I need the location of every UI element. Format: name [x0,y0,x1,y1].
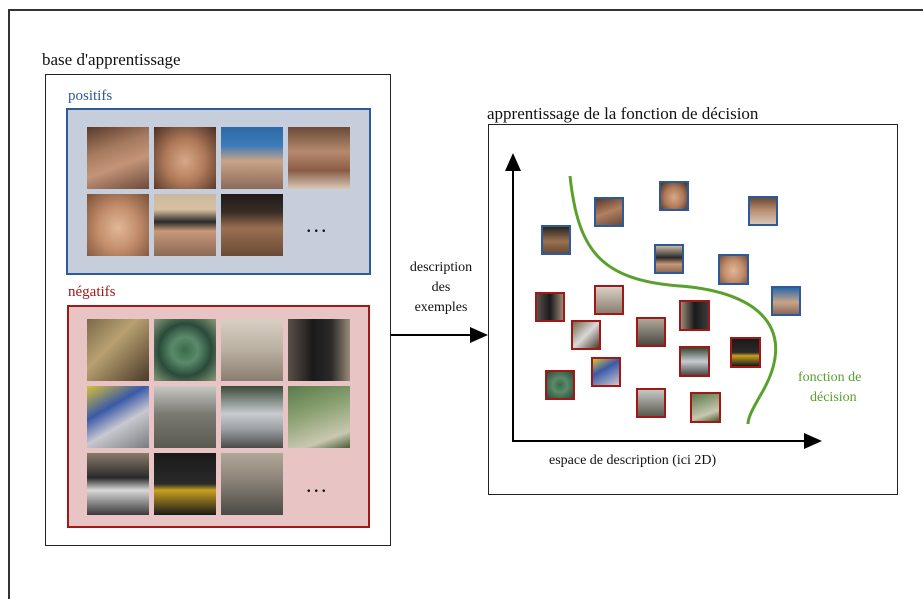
negative-image-9 [87,453,149,515]
space-positive-face-1 [541,225,571,255]
negative-image-2 [154,319,216,381]
decision-panel-title: apprentissage de la fonction de décision [487,104,759,123]
space-positive-face-7 [771,286,801,316]
curve-label-line1: fonction de [798,370,862,385]
space-negative-image-10 [636,388,666,418]
positive-face-2 [154,127,216,189]
space-positive-face-5 [654,244,684,274]
space-positive-face-6 [718,254,749,285]
figure-frame [8,9,923,599]
positive-face-4 [288,127,350,189]
space-negative-image-11 [690,392,721,423]
positive-face-6 [154,194,216,256]
negative-image-11 [221,453,283,515]
negative-image-5 [87,386,149,448]
negatives-label: négatifs [68,284,116,300]
space-positive-face-3 [659,181,689,211]
negative-image-10 [154,453,216,515]
negative-image-4 [288,319,350,381]
negative-image-8 [288,386,350,448]
space-negative-image-2 [594,285,624,315]
space-negative-image-3 [679,300,710,331]
space-negative-image-9 [545,370,575,400]
positive-face-5 [87,194,149,256]
arrow-label-line3: exemples [414,300,468,315]
space-negative-image-8 [591,357,621,387]
space-negative-image-6 [730,337,761,368]
space-negative-image-5 [636,317,666,347]
positive-face-1 [87,127,149,189]
space-positive-face-4 [748,196,778,226]
curve-label-line2: décision [810,390,857,405]
positives-more-marker: ... [306,212,329,237]
negative-image-7 [221,386,283,448]
negative-image-3 [221,319,283,381]
arrow-label-line2: des [431,280,451,295]
training-base-title: base d'apprentissage [42,50,181,69]
decision-curve [568,175,778,425]
negatives-more-marker: ... [306,472,329,497]
positive-face-3 [221,127,283,189]
negative-image-6 [154,386,216,448]
axis-label: espace de description (ici 2D) [549,453,717,468]
space-negative-image-4 [571,320,601,350]
space-negative-image-1 [535,292,565,322]
positives-label: positifs [68,88,113,104]
positive-face-7 [221,194,283,256]
arrow-label-line1: description [409,260,473,275]
negative-image-1 [87,319,149,381]
space-negative-image-7 [679,346,710,377]
space-positive-face-2 [594,197,624,227]
